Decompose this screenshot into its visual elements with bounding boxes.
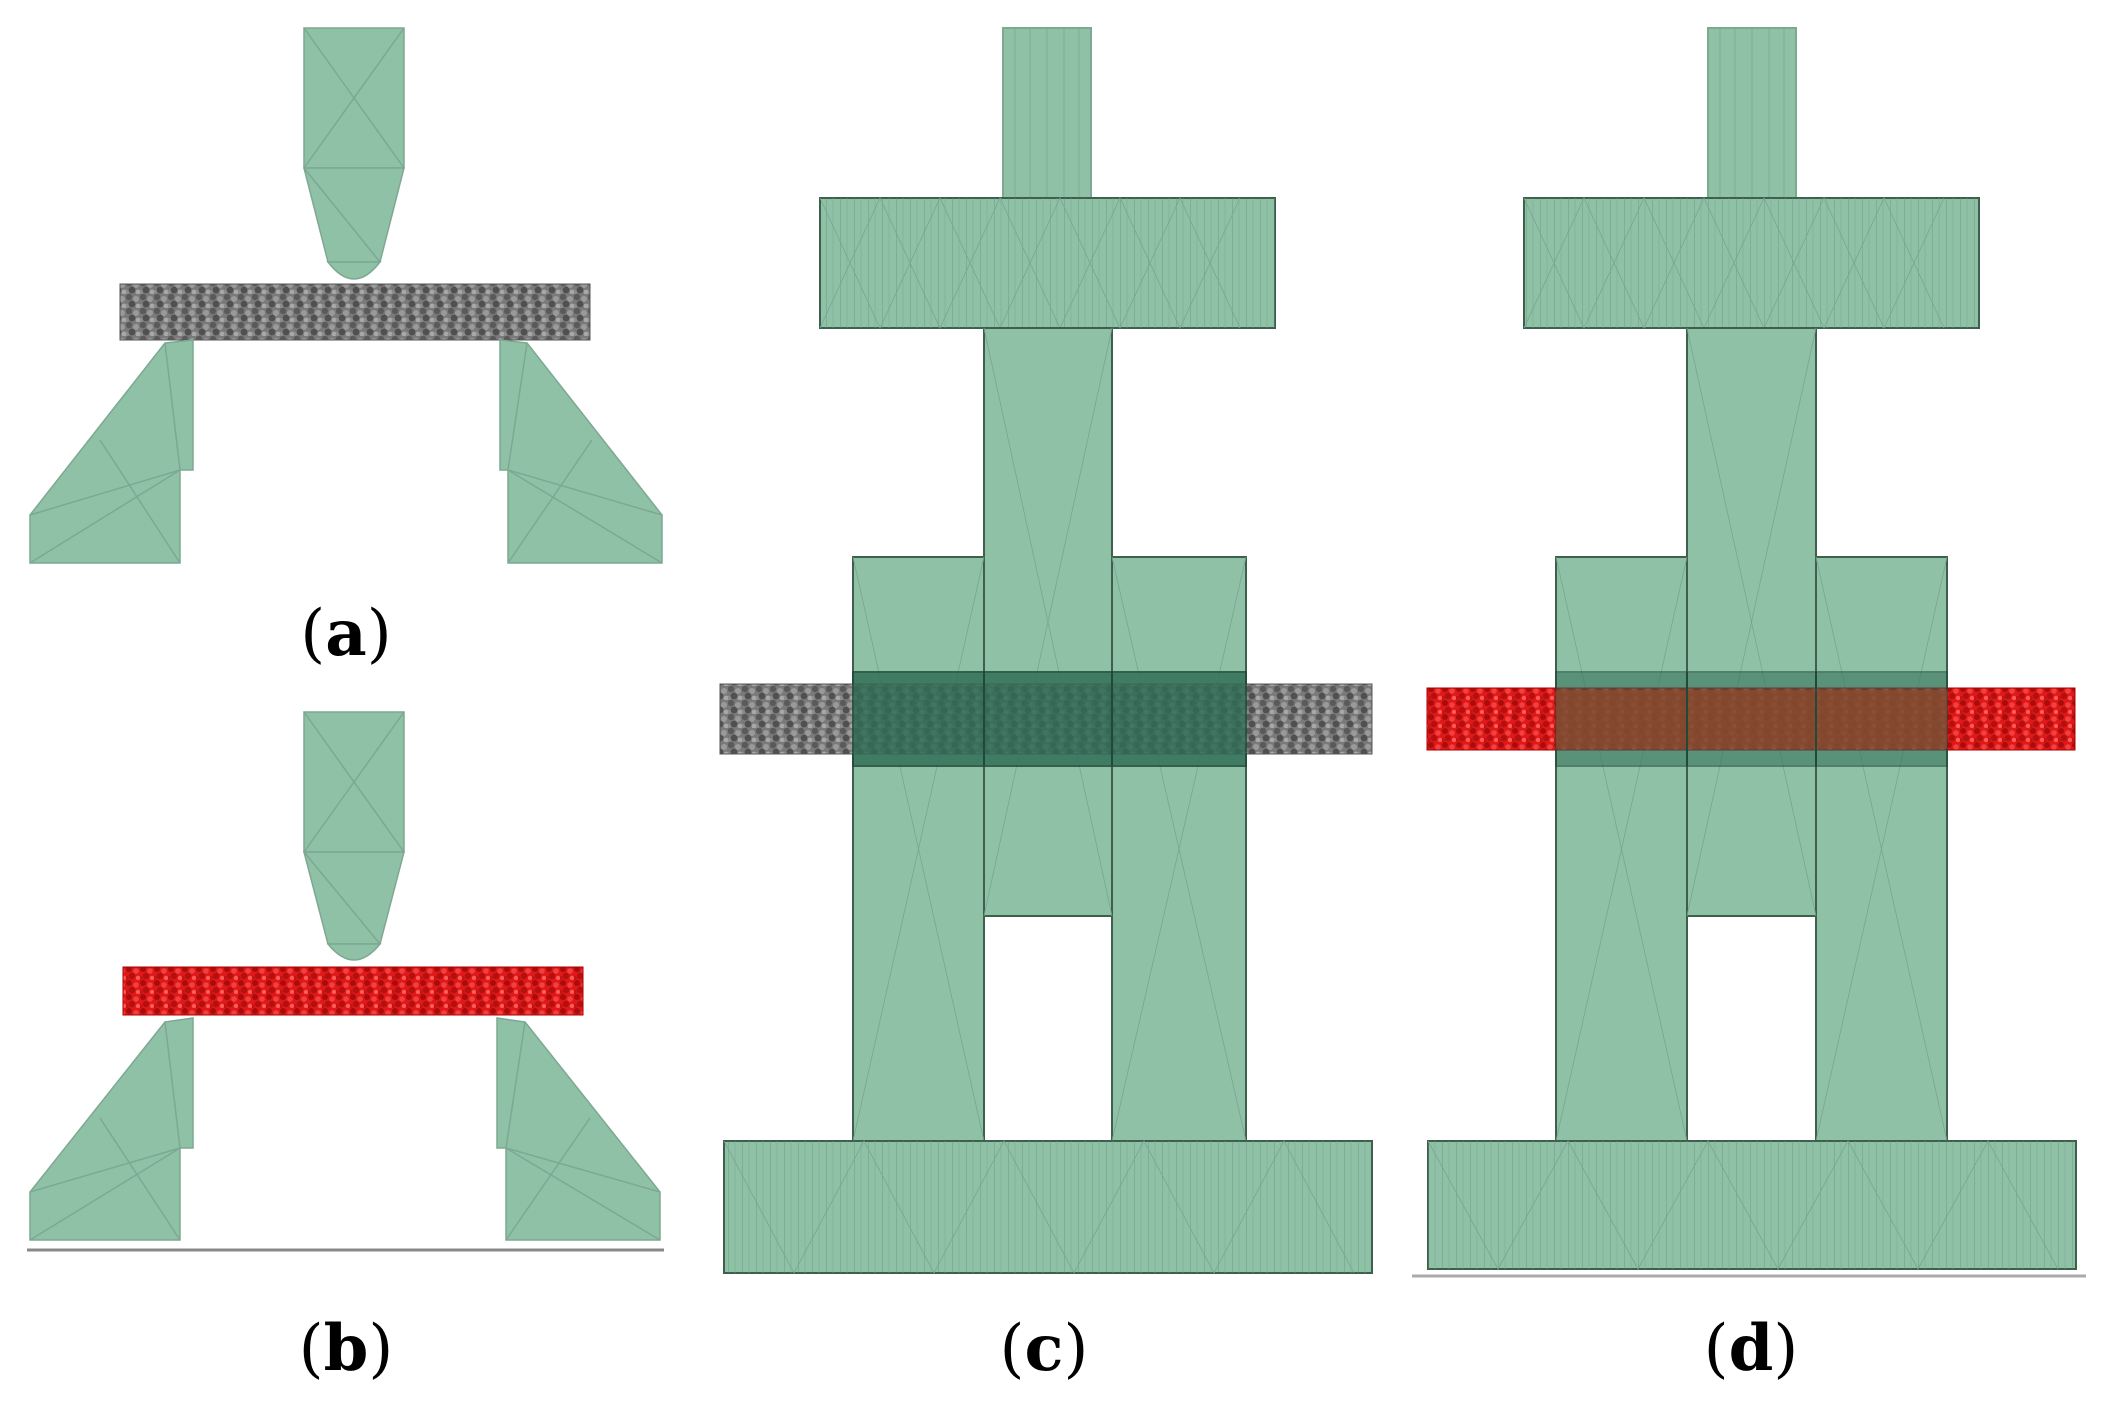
right-support bbox=[496, 1017, 661, 1241]
caption-c: (c) bbox=[1000, 1311, 1089, 1386]
panel-b bbox=[29, 711, 661, 1241]
specimen-gray bbox=[119, 283, 591, 341]
specimen-red bbox=[122, 966, 584, 1016]
caption-a: (a) bbox=[300, 596, 391, 671]
caption-d: (d) bbox=[1704, 1311, 1799, 1386]
left-support bbox=[29, 339, 194, 564]
caption-b: (b) bbox=[299, 1311, 394, 1386]
loading-nose bbox=[303, 711, 405, 961]
right-support bbox=[499, 339, 663, 564]
panel-d bbox=[1426, 27, 2077, 1270]
panel-c bbox=[719, 27, 1373, 1274]
panel-a bbox=[29, 27, 663, 564]
left-support bbox=[29, 1017, 194, 1241]
clamp-overlap bbox=[852, 671, 1247, 767]
loading-nose bbox=[303, 27, 405, 280]
